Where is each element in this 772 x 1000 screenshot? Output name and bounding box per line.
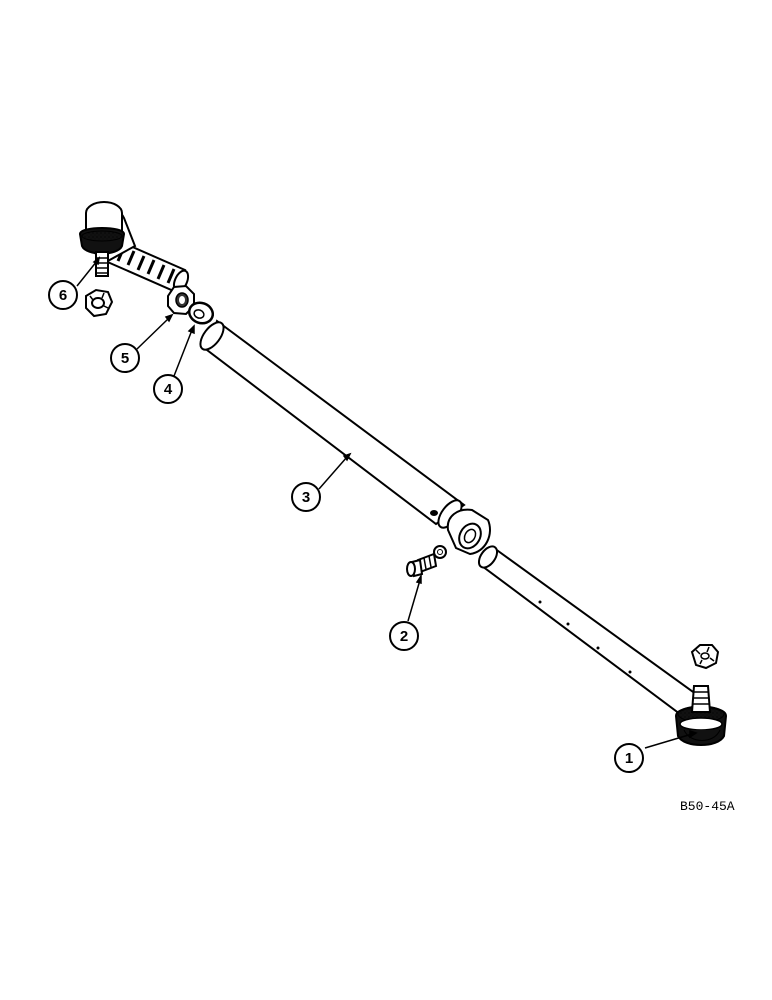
- callout-2-label: 2: [400, 628, 408, 645]
- right-tie-rod-end: [477, 545, 728, 746]
- jam-nut: [167, 284, 195, 316]
- left-tie-rod-end: [78, 201, 190, 294]
- callout-1: 1: [614, 743, 644, 773]
- callout-6-label: 6: [59, 287, 67, 304]
- callout-3-label: 3: [302, 489, 310, 506]
- callout-5-label: 5: [121, 350, 129, 367]
- left-castle-nut: [85, 288, 114, 318]
- leader-lines: [76, 256, 698, 749]
- callout-4: 4: [153, 374, 183, 404]
- callout-6: 6: [48, 280, 78, 310]
- tie-rod-tube: [199, 319, 466, 529]
- clamp-bolt: [406, 545, 447, 578]
- tube-clamp: [446, 508, 491, 556]
- callout-5: 5: [110, 343, 140, 373]
- callout-1-label: 1: [625, 750, 633, 767]
- reference-code: B50-45A: [680, 799, 735, 814]
- right-castle-nut: [690, 644, 720, 670]
- washer: [187, 301, 215, 325]
- callout-2: 2: [389, 621, 419, 651]
- callout-3: 3: [291, 482, 321, 512]
- callout-4-label: 4: [164, 381, 173, 398]
